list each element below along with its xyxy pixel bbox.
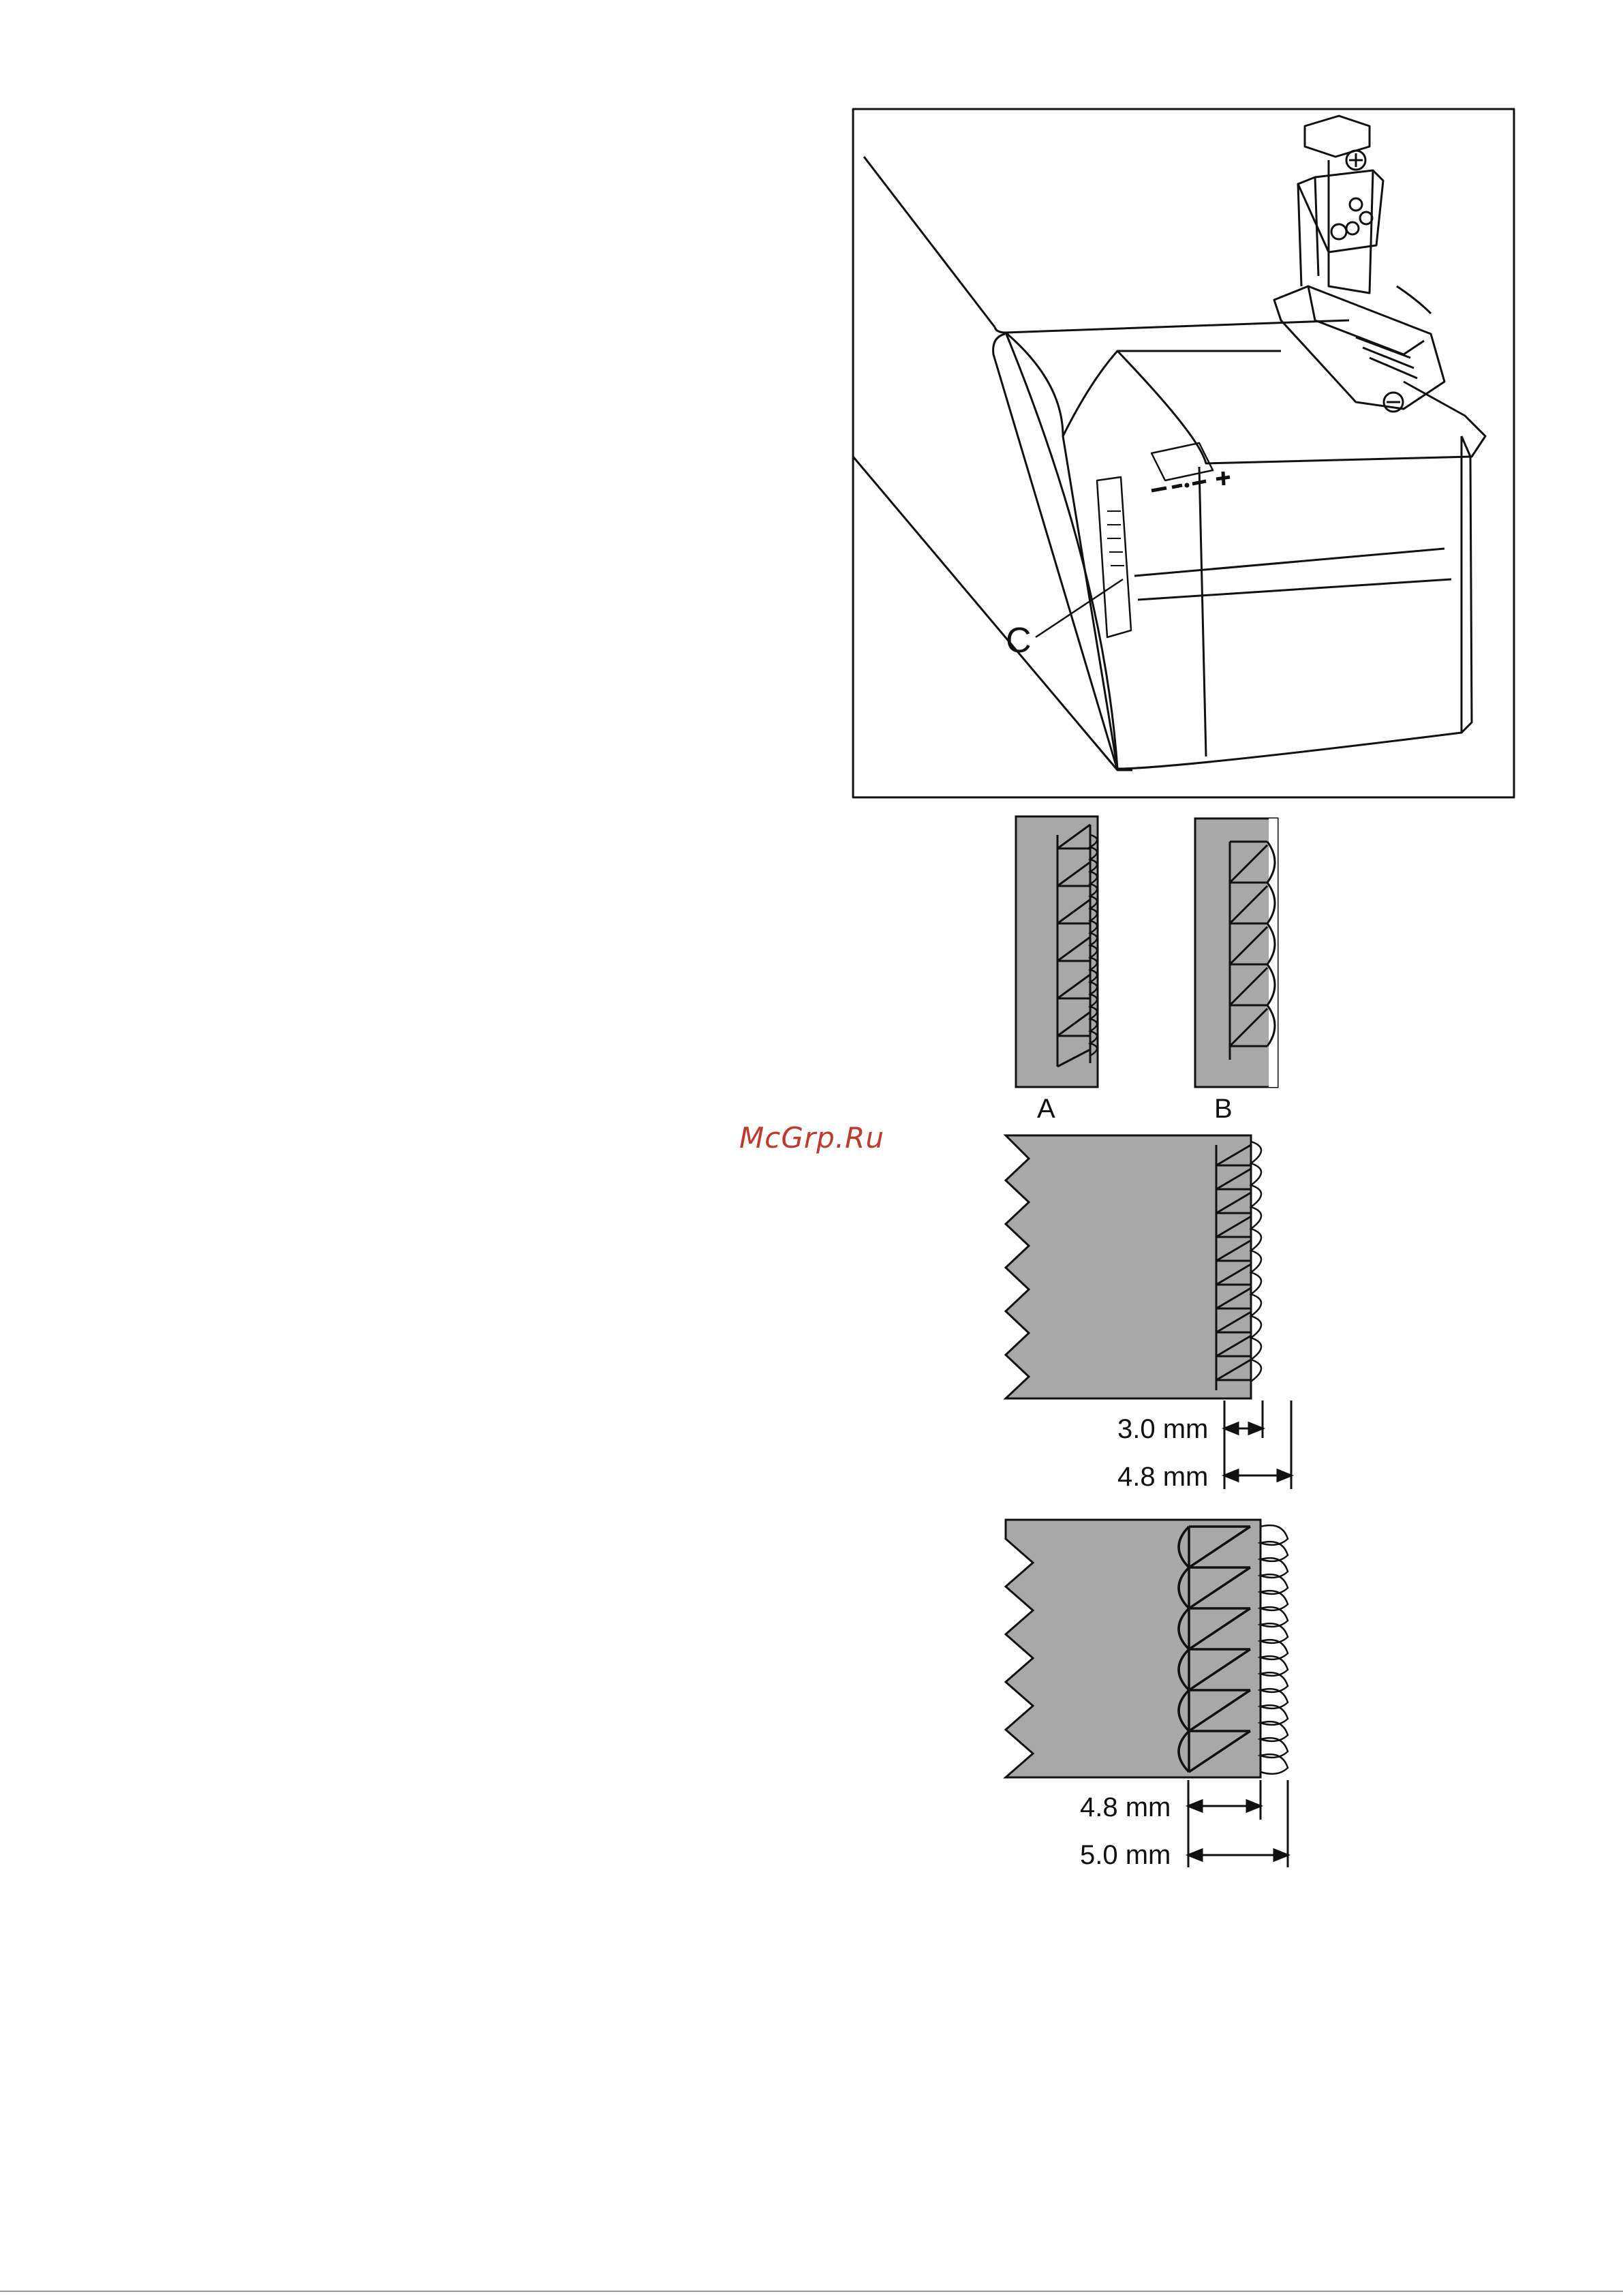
page-bottom-rule xyxy=(0,0,1623,2296)
